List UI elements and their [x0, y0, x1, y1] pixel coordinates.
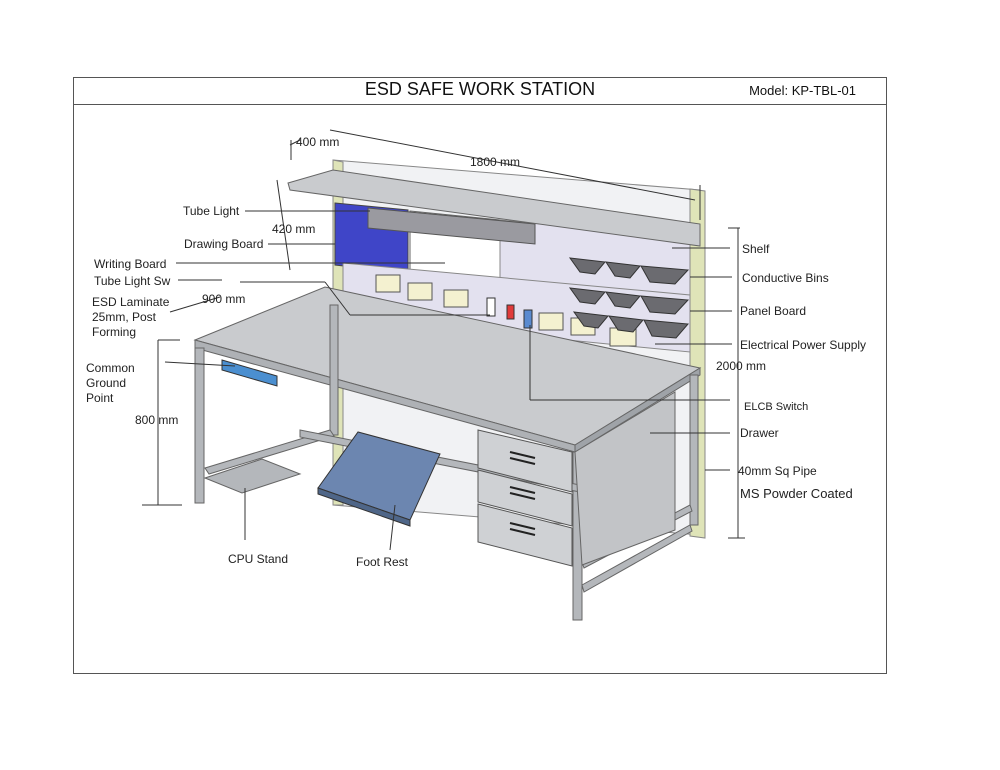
dim-length: 1800 mm	[470, 155, 520, 169]
drawers	[477, 429, 573, 567]
dim-total-height: 2000 mm	[716, 359, 766, 373]
label-conductive-bins: Conductive Bins	[742, 271, 829, 285]
label-common-ground-1: Common	[86, 361, 135, 375]
drawer-cabinet-side	[574, 391, 676, 566]
label-tube-light: Tube Light	[183, 204, 240, 218]
label-elcb-switch: ELCB Switch	[744, 401, 808, 413]
label-sq-pipe: 40mm Sq Pipe	[738, 464, 817, 478]
model-number: Model: KP-TBL-01	[749, 83, 856, 98]
label-power-supply: Electrical Power Supply	[740, 338, 866, 352]
power-sockets	[375, 274, 637, 347]
leader-lines	[142, 129, 745, 551]
label-writing-board: Writing Board	[94, 257, 166, 271]
foot-rest-edge	[317, 487, 411, 527]
label-esd-laminate-1: ESD Laminate	[92, 295, 170, 309]
label-tube-light-sw: Tube Light Sw	[94, 274, 171, 288]
diagram-frame: ESD SAFE WORK STATION Model: KP-TBL-01	[73, 77, 887, 674]
label-drawer: Drawer	[740, 426, 779, 440]
dim-depth: 400 mm	[296, 135, 339, 149]
label-esd-laminate-2: 25mm, Post	[92, 310, 157, 324]
dim-table-depth: 900 mm	[202, 292, 245, 306]
tube-light-switch	[486, 297, 496, 317]
label-panel-board: Panel Board	[740, 304, 806, 318]
label-common-ground-2: Ground	[86, 376, 126, 390]
shelf	[287, 169, 701, 247]
label-shelf: Shelf	[742, 242, 770, 256]
elcb-switch-box	[523, 309, 533, 329]
label-esd-laminate-3: Forming	[92, 325, 136, 339]
indicator-red	[506, 304, 515, 320]
common-ground-strip	[221, 359, 278, 387]
conductive-bins	[568, 257, 690, 339]
dim-panel-height: 420 mm	[272, 222, 315, 236]
label-common-ground-3: Point	[86, 391, 114, 405]
dim-table-height: 800 mm	[135, 413, 178, 427]
title-bar: ESD SAFE WORK STATION Model: KP-TBL-01	[74, 78, 886, 105]
diagram-title: ESD SAFE WORK STATION	[364, 79, 596, 99]
drawer-handles	[509, 451, 536, 536]
table-right-edge	[574, 367, 701, 453]
tube-light	[367, 207, 536, 245]
label-powder-coated: MS Powder Coated	[740, 486, 853, 501]
label-foot-rest: Foot Rest	[356, 555, 409, 569]
cpu-stand	[203, 458, 302, 494]
label-drawing-board: Drawing Board	[184, 237, 263, 251]
label-cpu-stand: CPU Stand	[228, 552, 288, 566]
